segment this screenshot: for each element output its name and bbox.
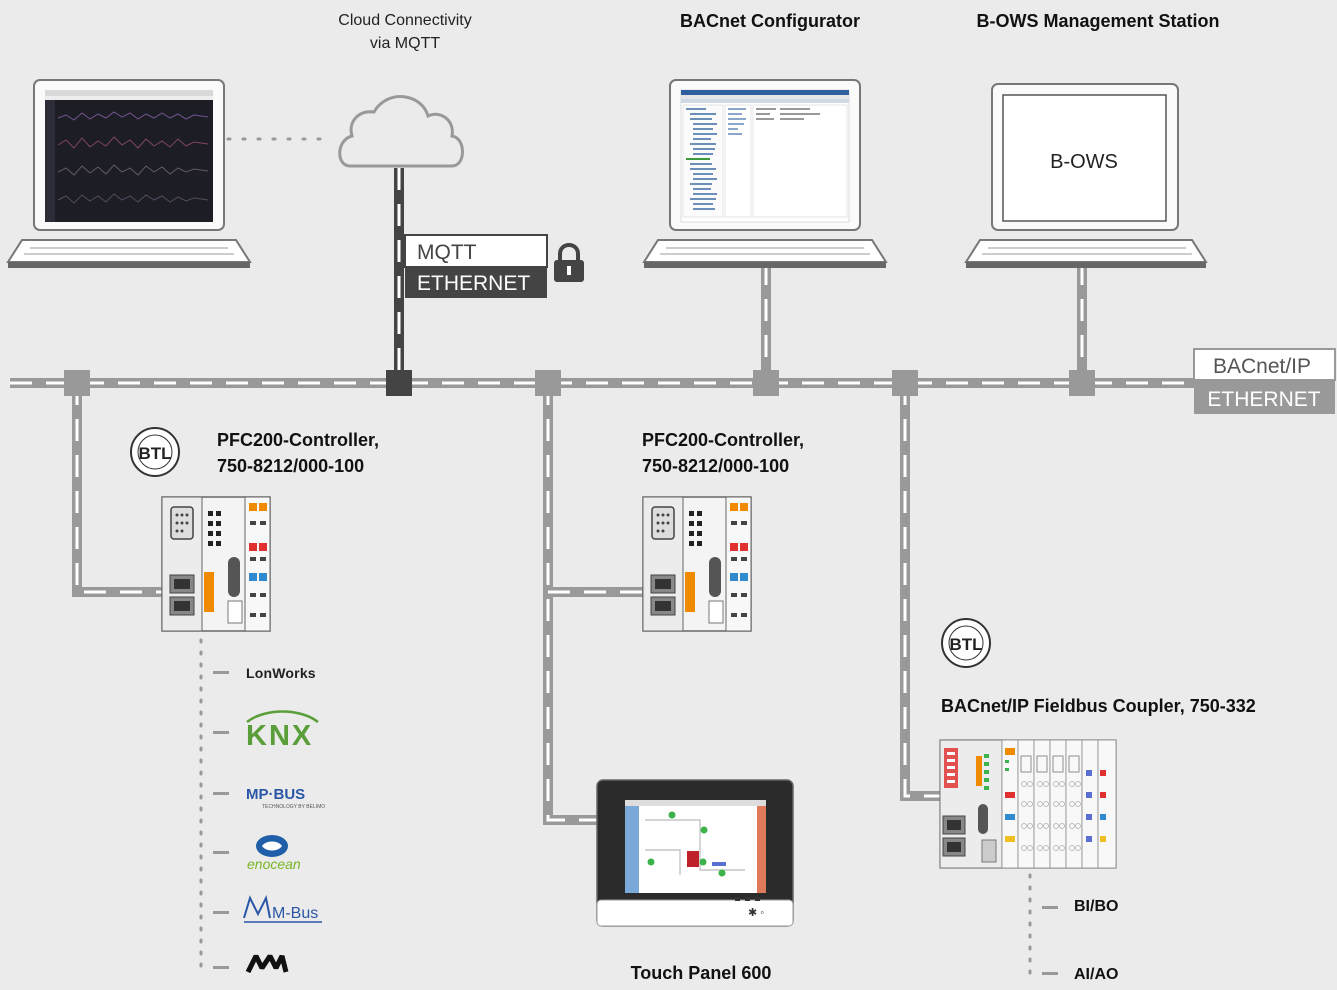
bacnet-ip-tag-label: BACnet/IP [1213,355,1311,378]
bacnet-ip-ethernet-tag: BACnet/IP ETHERNET [1193,348,1336,414]
svg-text:MP·BUS: MP·BUS [246,786,305,803]
controller2-line [543,383,645,825]
enocean-logo: enocean [247,835,301,872]
lonworks-logo: LonWorks [246,665,316,681]
touch-panel-label: Touch Panel 600 [631,963,772,983]
bus-ethernet-tag-label: ETHERNET [1207,388,1320,411]
controller1-line [72,383,163,597]
btl-badge-icon-2: BTL [941,618,991,668]
controller1-label-line1: PFC200-Controller, [217,430,379,450]
panel-brightness-icon: ✱ ◦ [748,907,764,919]
svg-text:enocean: enocean [247,856,301,872]
pfc200-controller-2 [642,496,752,632]
bus-junctions [64,370,1095,396]
dashboard-graph-icon [57,111,209,204]
btl-badge-icon: BTL [130,427,180,477]
cabling [10,137,1200,982]
controller2-label-line1: PFC200-Controller, [642,430,804,450]
bacnet-configurator-laptop [642,79,888,268]
mqtt-tag-label: MQTT [417,241,477,264]
wago-logo-icon [204,572,214,612]
bi-bo-label: BI/BO [1074,898,1118,915]
svg-text:BTL: BTL [138,444,171,463]
knx-logo: KNX [246,710,319,752]
cloud-dashboard-laptop [6,79,252,268]
ethernet-tag-label: ETHERNET [417,272,530,295]
svg-text:BTL: BTL [949,635,982,654]
mpbus-logo: MP·BUS TECHNOLOGY BY BELIMO [246,786,325,810]
cloud-label-line2: via MQTT [370,35,440,52]
controller2-label-line2: 750-8212/000-100 [642,456,789,476]
touch-panel-600: WAGO ✱ ◦ [596,779,794,927]
pfc200-controller-1 [161,496,271,632]
bacnet-configurator-label: BACnet Configurator [680,11,860,31]
fieldbus-coupler-750-332 [939,739,1117,869]
coupler-label: BACnet/IP Fieldbus Coupler, 750-332 [941,696,1256,716]
svg-text:WAGO: WAGO [740,914,743,917]
bows-laptop: B-OWS [964,83,1208,268]
controller1-label-line2: 750-8212/000-100 [217,456,364,476]
bows-station-label: B-OWS Management Station [976,11,1219,31]
cloud-icon [338,95,464,168]
mbus-logo: M-Bus [243,894,322,923]
ai-ao-label: AI/AO [1074,966,1118,983]
svg-text:M-Bus: M-Bus [272,905,318,922]
mqtt-ethernet-tag: MQTT ETHERNET [404,234,548,298]
coupler-line [900,383,942,801]
io-ticks [1042,906,1058,975]
svg-text:TECHNOLOGY BY BELIMO: TECHNOLOGY BY BELIMO [262,804,325,810]
lock-icon [554,243,584,282]
bows-screen-text: B-OWS [1050,151,1118,173]
cloud-label-line1: Cloud Connectivity [338,12,471,29]
smi-logo: SMI [245,954,295,974]
config-tree-icon [686,108,717,210]
svg-text:KNX: KNX [246,720,313,752]
svg-text:SMI: SMI [292,972,295,974]
protocol-ticks [213,671,229,969]
